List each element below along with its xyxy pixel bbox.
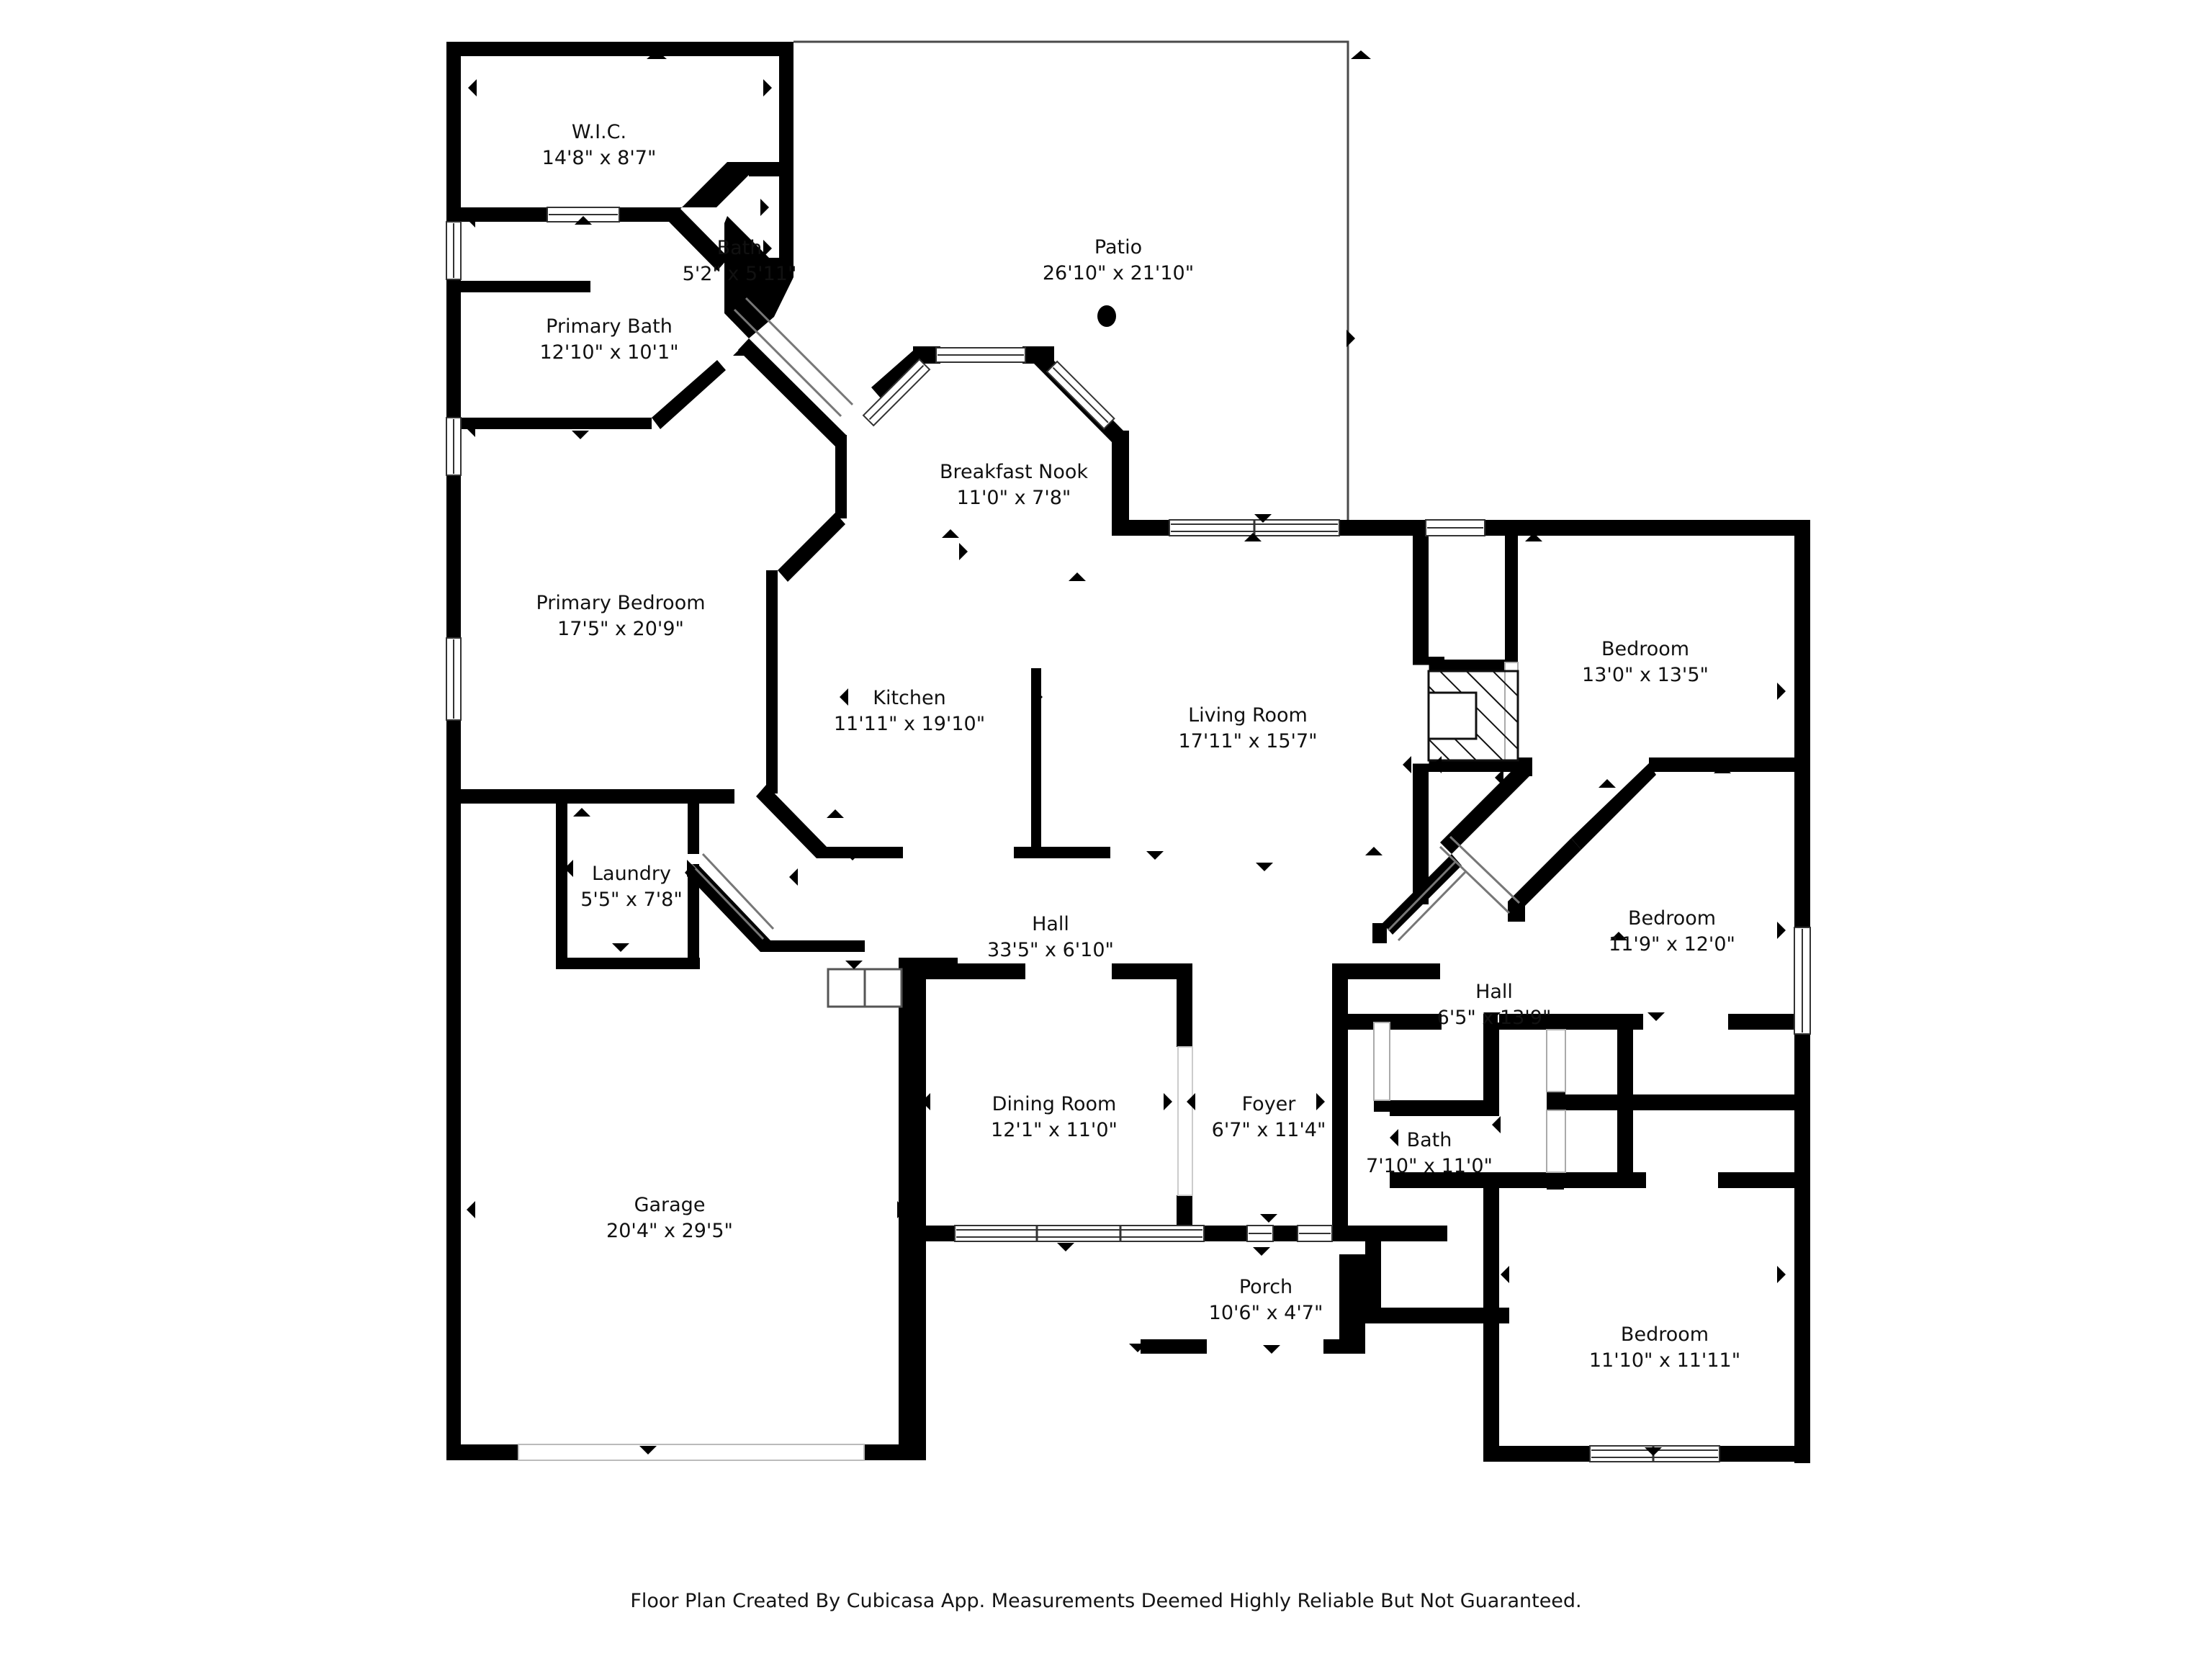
room-label-bath-primary-wc: Bath 5'2" x 5'11" bbox=[683, 235, 797, 287]
room-name: Primary Bedroom bbox=[536, 592, 706, 614]
room-dimensions: 14'8" x 8'7" bbox=[541, 147, 657, 170]
room-dimensions: 11'11" x 19'10" bbox=[833, 713, 986, 736]
room-dimensions: 11'9" x 12'0" bbox=[1609, 933, 1735, 956]
window-bedroom2-right bbox=[1794, 927, 1811, 1035]
room-name: Porch bbox=[1238, 1276, 1293, 1298]
windows bbox=[446, 207, 1811, 1462]
room-label-bedroom-2: Bedroom 11'9" x 12'0" bbox=[1609, 906, 1735, 958]
room-dimensions: 10'6" x 4'7" bbox=[1208, 1302, 1323, 1325]
window-foyer-door-right bbox=[1297, 1225, 1333, 1242]
window-primary-bath-left bbox=[446, 221, 462, 280]
room-dimensions: 12'1" x 11'0" bbox=[991, 1119, 1118, 1142]
window-bedroom1-rear bbox=[1425, 519, 1485, 536]
room-dimensions: 17'11" x 15'7" bbox=[1178, 730, 1318, 753]
window-foyer-door-left bbox=[1246, 1225, 1274, 1242]
doors bbox=[690, 297, 1521, 942]
room-dimensions: 5'5" x 7'8" bbox=[580, 889, 683, 912]
room-name: Living Room bbox=[1188, 704, 1308, 727]
room-label-primary-bedroom: Primary Bedroom 17'5" x 20'9" bbox=[536, 590, 705, 642]
room-label-laundry: Laundry 5'5" x 7'8" bbox=[580, 861, 683, 913]
room-name: Bedroom bbox=[1627, 907, 1717, 930]
room-dimensions: 20'4" x 29'5" bbox=[606, 1220, 733, 1243]
room-label-bedroom-3: Bedroom 11'10" x 11'11" bbox=[1589, 1322, 1740, 1374]
room-name: Laundry bbox=[591, 863, 672, 885]
patio-outline bbox=[793, 40, 1349, 523]
room-dimensions: 12'10" x 10'1" bbox=[539, 341, 679, 364]
room-dimensions: 7'10" x 11'0" bbox=[1366, 1155, 1493, 1178]
misc-thin-lines bbox=[827, 968, 903, 1008]
room-label-wic: W.I.C. 14'8" x 8'7" bbox=[542, 120, 657, 171]
room-name: Patio bbox=[1094, 236, 1143, 258]
room-label-bedroom-1: Bedroom 13'0" x 13'5" bbox=[1582, 637, 1709, 688]
room-label-garage: Garage 20'4" x 29'5" bbox=[606, 1192, 733, 1244]
room-name: Bath bbox=[716, 237, 763, 259]
room-dimensions: 11'0" x 7'8" bbox=[956, 487, 1071, 510]
window-nook-left bbox=[862, 358, 931, 427]
room-label-porch: Porch 10'6" x 4'7" bbox=[1209, 1274, 1323, 1326]
room-name: Dining Room bbox=[992, 1093, 1117, 1115]
room-name: Hall bbox=[1475, 981, 1513, 1003]
room-label-living-room: Living Room 17'11" x 15'7" bbox=[1178, 703, 1317, 755]
room-label-dining-room: Dining Room 12'1" x 11'0" bbox=[991, 1092, 1118, 1143]
window-nook-right bbox=[1046, 360, 1115, 430]
room-name: Kitchen bbox=[873, 687, 946, 709]
window-living-room-slider bbox=[1169, 519, 1340, 536]
room-label-kitchen: Kitchen 11'11" x 19'10" bbox=[834, 685, 985, 737]
room-label-foyer: Foyer 6'7" x 11'4" bbox=[1212, 1092, 1326, 1143]
room-name: Breakfast Nook bbox=[940, 461, 1088, 483]
room-dimensions: 33'5" x 6'10" bbox=[987, 939, 1114, 962]
room-dimensions: 6'7" x 11'4" bbox=[1211, 1119, 1326, 1142]
room-label-breakfast-nook: Breakfast Nook 11'0" x 7'8" bbox=[940, 459, 1088, 511]
room-dimensions: 6'5" x 13'9" bbox=[1437, 1007, 1552, 1030]
room-dimensions: 13'0" x 13'5" bbox=[1582, 664, 1709, 687]
window-nook-top bbox=[935, 347, 1026, 363]
room-name: Bedroom bbox=[1601, 638, 1690, 660]
window-dining-bottom bbox=[954, 1225, 1205, 1242]
room-name: W.I.C. bbox=[571, 121, 627, 143]
room-name: Bedroom bbox=[1620, 1323, 1709, 1346]
room-label-hall-secondary: Hall 6'5" x 13'9" bbox=[1437, 979, 1552, 1031]
room-dimensions: 17'5" x 20'9" bbox=[557, 618, 684, 641]
room-name: Garage bbox=[634, 1194, 706, 1216]
room-dimensions: 26'10" x 21'10" bbox=[1042, 262, 1195, 285]
footer-disclaimer: Floor Plan Created By Cubicasa App. Meas… bbox=[630, 1590, 1582, 1612]
patio-fixture-dot bbox=[1097, 305, 1116, 327]
room-name: Bath bbox=[1406, 1129, 1452, 1151]
room-label-patio: Patio 26'10" x 21'10" bbox=[1043, 235, 1194, 287]
room-dimensions: 11'10" x 11'11" bbox=[1588, 1349, 1741, 1372]
dimension-ticks bbox=[467, 50, 1786, 1456]
window-primary-bedroom-left-upper bbox=[446, 417, 462, 476]
room-label-bath-hall: Bath 7'10" x 11'0" bbox=[1366, 1128, 1493, 1179]
room-dimensions: 5'2" x 5'11" bbox=[682, 263, 797, 286]
room-name: Foyer bbox=[1241, 1093, 1296, 1115]
window-primary-bedroom-left-lower bbox=[446, 637, 462, 721]
room-name: Primary Bath bbox=[546, 315, 673, 338]
room-label-primary-bath: Primary Bath 12'10" x 10'1" bbox=[539, 314, 678, 366]
room-label-hall-main: Hall 33'5" x 6'10" bbox=[987, 912, 1114, 963]
room-name: Hall bbox=[1032, 913, 1069, 935]
fireplace-icon bbox=[1427, 670, 1519, 762]
garage-door bbox=[518, 1444, 865, 1461]
